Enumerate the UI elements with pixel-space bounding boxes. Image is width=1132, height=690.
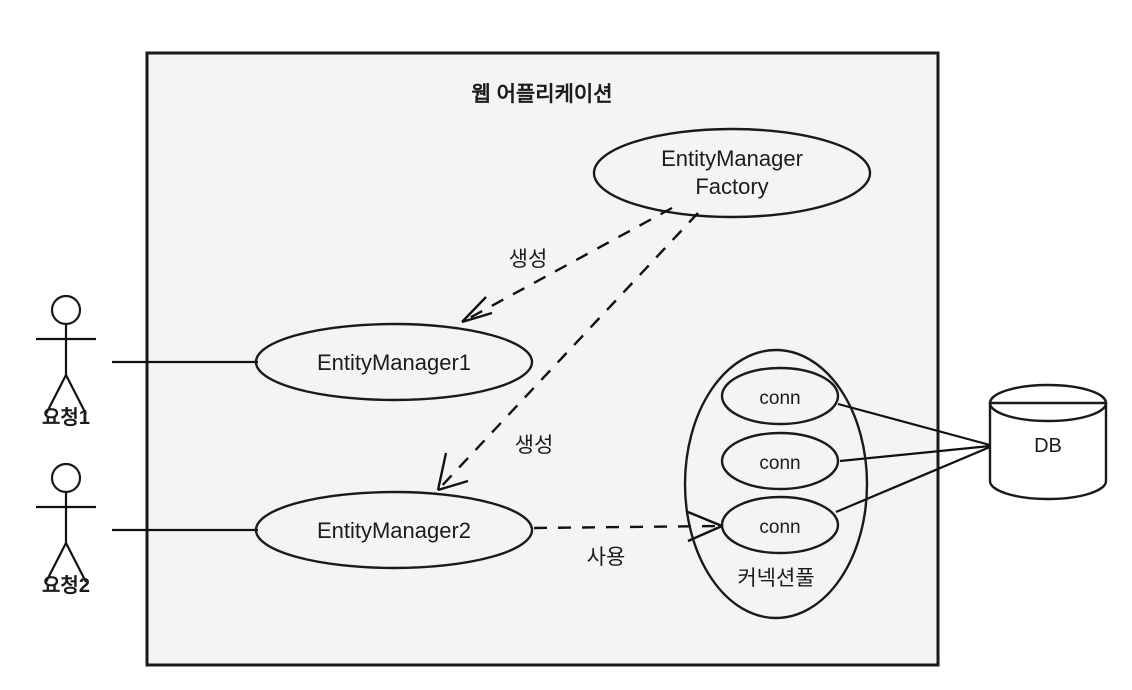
web-application-frame: 웹 어플리케이션 bbox=[145, 51, 940, 667]
actor-2-head-icon bbox=[50, 462, 82, 494]
actor-2-label: 요청2 bbox=[42, 574, 90, 597]
entity-manager-2-label: EntityManager2 bbox=[317, 518, 471, 543]
edge-create-1-arrowhead bbox=[461, 296, 493, 324]
conn-3-label: conn bbox=[759, 517, 800, 538]
actor-2-leg-right bbox=[65, 542, 87, 583]
entity-manager-factory-ellipse bbox=[592, 127, 872, 219]
conn-1-ellipse bbox=[720, 366, 840, 426]
database-label: DB bbox=[1034, 435, 1062, 457]
connection-item-1[interactable]: conn bbox=[720, 366, 840, 426]
web-application-title: 웹 어플리케이션 bbox=[471, 83, 612, 106]
edge-create-entitymanager2: 생성 bbox=[436, 212, 699, 492]
edge-create-1-line bbox=[461, 206, 673, 324]
actor-1-head-icon bbox=[50, 294, 82, 326]
conn-2-ellipse bbox=[720, 431, 840, 491]
entity-manager-factory-label-line2: Factory bbox=[695, 174, 768, 199]
edge-create-entitymanager1: 생성 bbox=[461, 206, 673, 324]
connection-item-3[interactable]: conn bbox=[720, 495, 840, 555]
edge-create-2-line bbox=[437, 212, 699, 491]
actor-1-leg-right bbox=[65, 374, 87, 415]
actor-request-2[interactable]: 요청2 bbox=[36, 462, 96, 597]
entity-manager-2-ellipse bbox=[254, 490, 534, 570]
conn-3-ellipse bbox=[720, 495, 840, 555]
entity-manager-factory-label-line1: EntityManager bbox=[661, 146, 803, 171]
edge-conn3-to-db bbox=[835, 445, 991, 514]
web-application-frame-rect bbox=[145, 51, 940, 667]
connection-item-2[interactable]: conn bbox=[720, 431, 840, 491]
actor-request-1[interactable]: 요청1 bbox=[36, 294, 96, 429]
conn-1-label: conn bbox=[759, 388, 800, 409]
edge-create-2-label: 생성 bbox=[515, 434, 554, 457]
entity-manager-factory-node[interactable]: EntityManager Factory bbox=[592, 127, 872, 219]
actor-2-leg-left bbox=[45, 542, 67, 583]
edge-create-2-arrowhead bbox=[436, 452, 469, 492]
entity-manager-1-node[interactable]: EntityManager1 bbox=[254, 322, 534, 402]
connection-pool-label: 커넥션풀 bbox=[737, 567, 814, 590]
edge-conn1-to-db bbox=[837, 402, 991, 447]
connection-pool-node[interactable]: 커넥션풀 conn conn conn bbox=[683, 348, 869, 620]
entity-manager-1-label: EntityManager1 bbox=[317, 350, 471, 375]
actor-1-leg-left bbox=[45, 374, 67, 415]
database-cylinder-top bbox=[988, 383, 1108, 423]
entity-manager-2-node[interactable]: EntityManager2 bbox=[254, 490, 534, 570]
database-cylinder-body bbox=[988, 401, 1108, 501]
conn-2-label: conn bbox=[759, 453, 800, 474]
actor-1-label: 요청1 bbox=[42, 406, 90, 429]
entity-manager-1-ellipse bbox=[254, 322, 534, 402]
database-node[interactable]: DB bbox=[988, 383, 1108, 501]
connection-pool-ellipse bbox=[683, 348, 869, 620]
edge-create-1-label: 생성 bbox=[509, 248, 548, 271]
edge-use-label: 사용 bbox=[587, 546, 626, 569]
